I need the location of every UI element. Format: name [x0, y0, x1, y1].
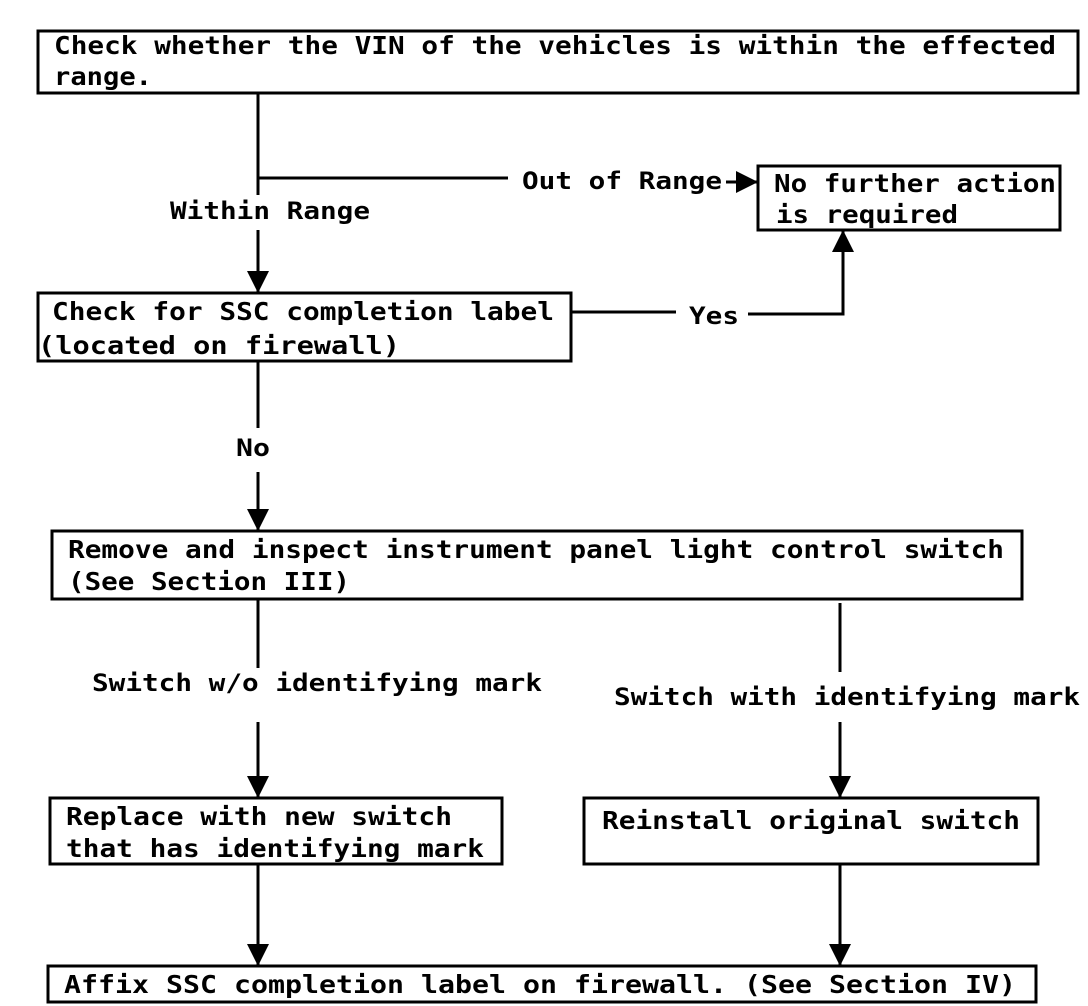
replace-switch-line-1: Replace with new switch	[66, 802, 452, 831]
box-reinstall-switch	[582, 796, 1040, 866]
ssc-label-check-line-2: (located on firewall)	[38, 331, 400, 360]
box-no-action	[756, 164, 1062, 232]
edge-label-switch-without-mark: Switch w/o identifying mark	[92, 669, 543, 697]
no-action-line-2: is required	[776, 200, 958, 229]
box-remove-inspect	[50, 529, 1024, 601]
edge-label-switch-with-mark: Switch with identifying mark	[614, 683, 1081, 711]
box-vin-check	[36, 29, 1080, 95]
ssc-label-check-line-1: Check for SSC completion label	[52, 297, 554, 326]
edge-label-within-range: Within Range	[170, 197, 370, 225]
remove-inspect-line-2: (See Section III)	[68, 567, 350, 596]
remove-inspect-line-1: Remove and inspect instrument panel ligh…	[68, 535, 1004, 564]
edge-label-yes: Yes	[689, 302, 739, 330]
affix-label-line-1: Affix SSC completion label on firewall. …	[64, 970, 1016, 999]
replace-switch-line-2: that has identifying mark	[66, 834, 484, 863]
vin-check-line-1: Check whether the VIN of the vehicles is…	[54, 31, 1056, 60]
vin-check-line-2: range.	[54, 62, 152, 91]
edge-label-out-of-range: Out of Range	[522, 167, 722, 195]
connector-yes-right	[748, 230, 854, 316]
edge-label-no: No	[236, 434, 270, 462]
box-affix-label	[46, 964, 1038, 1004]
no-action-line-1: No further action	[774, 169, 1056, 198]
reinstall-switch-line-1: Reinstall original switch	[602, 806, 1020, 835]
box-ssc-label-check	[36, 291, 573, 363]
box-replace-switch	[48, 796, 504, 866]
